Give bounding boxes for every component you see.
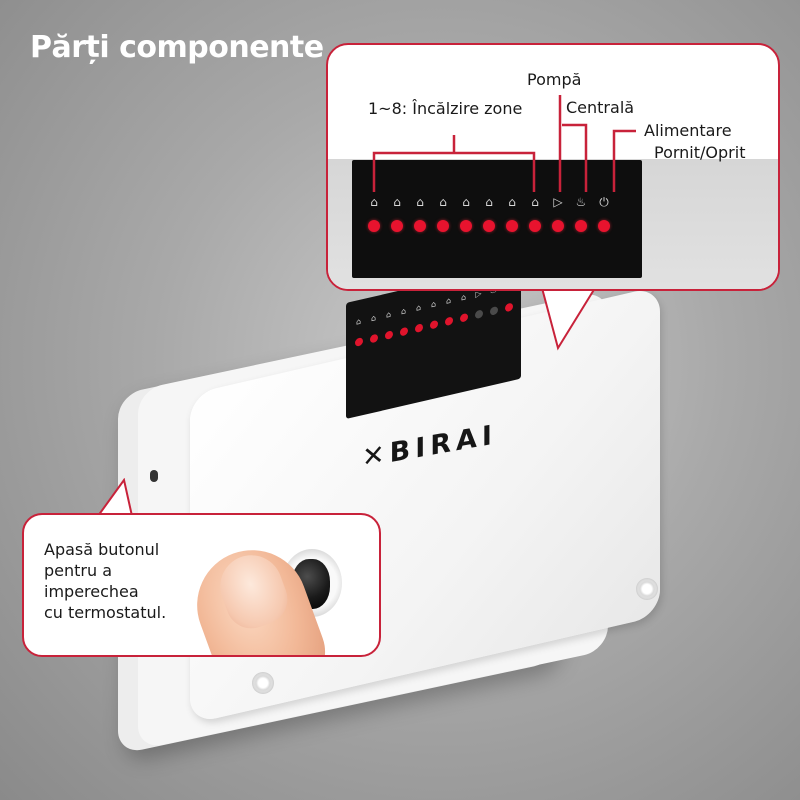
house-3-icon: ⌂ bbox=[416, 195, 424, 209]
indicator-led bbox=[412, 321, 425, 336]
indicator-led bbox=[573, 218, 589, 234]
led-light bbox=[504, 302, 513, 313]
side-hole bbox=[150, 470, 158, 482]
boiler-flame-icon: ♨ bbox=[575, 195, 587, 209]
led-light bbox=[391, 220, 403, 232]
led-light bbox=[368, 220, 380, 232]
brand-mark-icon: ✕ bbox=[362, 438, 390, 474]
label-zones: 1~8: Încălzire zone bbox=[368, 99, 523, 118]
indicator-led bbox=[481, 218, 497, 234]
house-2-icon: ⌂ bbox=[393, 195, 401, 209]
indicator-led bbox=[367, 331, 380, 346]
house-5-icon: ⌂ bbox=[415, 302, 422, 313]
house-4-icon: ⌂ bbox=[439, 195, 447, 209]
led-light bbox=[506, 220, 518, 232]
indicator-led bbox=[458, 218, 474, 234]
indicator-led bbox=[504, 218, 520, 234]
indicator-led bbox=[427, 317, 440, 332]
led-light bbox=[437, 220, 449, 232]
indicator-led bbox=[352, 335, 365, 350]
indicator-callout: ⌂ ⌂ ⌂ ⌂ ⌂ ⌂ ⌂ ⌂ ▷ ♨ ⏻ 1~8: Încălzire zone Pompă Ce… bbox=[326, 43, 780, 291]
house-1-icon: ⌂ bbox=[355, 316, 362, 327]
led-light bbox=[474, 309, 483, 320]
indicator-led bbox=[472, 307, 485, 322]
indicator-led bbox=[502, 300, 515, 315]
pairing-instructions: Apasă butonul pentru a imperechea cu ter… bbox=[44, 539, 166, 623]
indicator-led bbox=[487, 303, 500, 318]
pairing-line-2: pentru a bbox=[44, 561, 113, 580]
house-8-icon: ⌂ bbox=[460, 292, 467, 303]
led-light bbox=[444, 316, 453, 327]
screw-hole-bottom bbox=[252, 672, 274, 694]
pump-icon: ▷ bbox=[553, 195, 563, 209]
pairing-line-1: Apasă butonul bbox=[44, 540, 160, 559]
indicator-led bbox=[412, 218, 428, 234]
led-light bbox=[575, 220, 587, 232]
leader-power bbox=[612, 129, 636, 192]
callout-icon-row: ⌂ ⌂ ⌂ ⌂ ⌂ ⌂ ⌂ ⌂ ▷ ♨ ⏻ bbox=[366, 194, 612, 210]
house-2-icon: ⌂ bbox=[370, 313, 377, 324]
indicator-led bbox=[457, 310, 470, 325]
led-light bbox=[552, 220, 564, 232]
house-4-icon: ⌂ bbox=[400, 306, 407, 317]
pairing-line-3: imperechea bbox=[44, 582, 139, 601]
house-8-icon: ⌂ bbox=[531, 195, 539, 209]
callout-indicator-panel: ⌂ ⌂ ⌂ ⌂ ⌂ ⌂ ⌂ ⌂ ▷ ♨ ⏻ bbox=[352, 160, 642, 278]
led-light bbox=[460, 220, 472, 232]
led-light bbox=[459, 312, 468, 323]
callout-leader-lines bbox=[372, 95, 636, 192]
led-light bbox=[429, 319, 438, 330]
indicator-led bbox=[442, 314, 455, 329]
label-boiler: Centrală bbox=[566, 98, 635, 117]
screw-hole-right bbox=[636, 578, 658, 600]
pairing-line-4: cu termostatul. bbox=[44, 603, 167, 622]
house-7-icon: ⌂ bbox=[445, 295, 452, 306]
led-light bbox=[529, 220, 541, 232]
page-title: Părți componente bbox=[30, 30, 324, 65]
house-5-icon: ⌂ bbox=[462, 195, 470, 209]
indicator-led bbox=[435, 218, 451, 234]
house-6-icon: ⌂ bbox=[485, 195, 493, 209]
led-light bbox=[369, 333, 378, 344]
indicator-led bbox=[397, 324, 410, 339]
led-light bbox=[483, 220, 495, 232]
label-power: Alimentare bbox=[644, 121, 732, 140]
led-light bbox=[384, 330, 393, 341]
label-pump: Pompă bbox=[527, 70, 582, 89]
leader-zones bbox=[372, 151, 536, 192]
house-7-icon: ⌂ bbox=[508, 195, 516, 209]
led-light bbox=[598, 220, 610, 232]
label-power-onoff: Pornit/Oprit bbox=[654, 143, 746, 162]
indicator-led bbox=[389, 218, 405, 234]
led-light bbox=[489, 306, 498, 316]
led-light bbox=[399, 326, 408, 337]
house-6-icon: ⌂ bbox=[430, 299, 437, 310]
indicator-led bbox=[596, 218, 612, 234]
callout-bottom-tail bbox=[96, 478, 136, 518]
pairing-callout: Apasă butonul pentru a imperechea cu ter… bbox=[22, 513, 381, 657]
power-icon: ⏻ bbox=[599, 195, 609, 209]
callout-led-row bbox=[366, 218, 612, 234]
led-light bbox=[414, 323, 423, 334]
callout-top-tail bbox=[540, 286, 600, 351]
indicator-led bbox=[550, 218, 566, 234]
indicator-led bbox=[366, 218, 382, 234]
house-3-icon: ⌂ bbox=[385, 309, 392, 320]
led-light bbox=[354, 337, 363, 348]
house-1-icon: ⌂ bbox=[370, 195, 378, 209]
leader-boiler bbox=[562, 123, 588, 192]
led-light bbox=[414, 220, 426, 232]
indicator-led bbox=[382, 328, 395, 343]
indicator-led bbox=[527, 218, 543, 234]
